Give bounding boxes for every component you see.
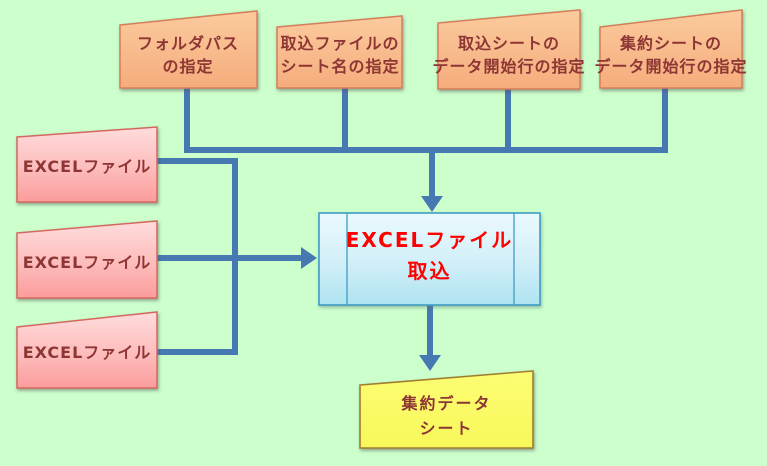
arrowhead-down-into-process [421,196,443,212]
output-card-summary-sheet [359,370,534,449]
process-box-excel-import [318,212,541,306]
excel-file-card-1 [16,126,158,203]
connector-lines [157,88,668,357]
input-card-folder-path [119,10,258,89]
excel-file-card-3 [16,311,158,389]
input-card-import-sheet-start-row [437,9,581,90]
input-card-import-file-sheet-name [276,15,403,89]
arrowheads [301,196,443,371]
arrowhead-right-into-process [301,247,317,269]
excel-file-card-2 [16,220,158,299]
input-card-summary-sheet-start-row [599,9,743,89]
arrowhead-down-into-output [419,355,441,371]
